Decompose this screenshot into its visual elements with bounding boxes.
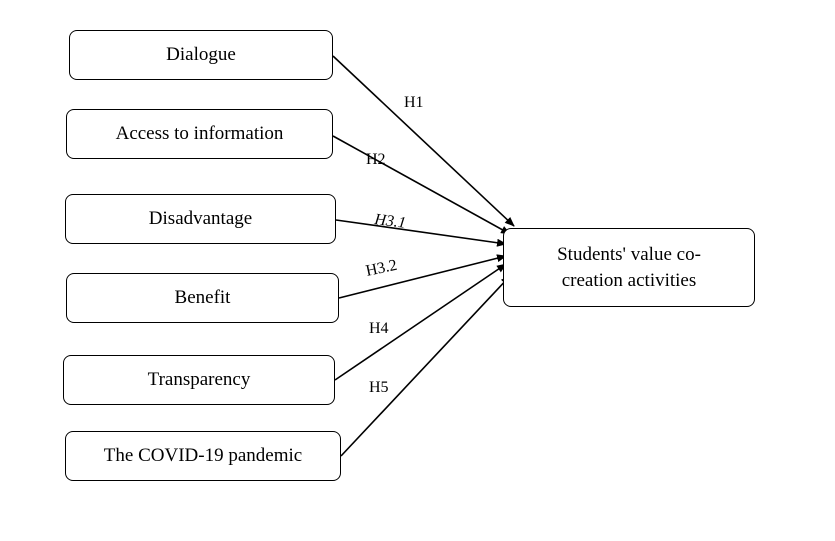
node-dialogue-label: Dialogue <box>166 44 236 66</box>
edge-h4-arrow <box>334 263 507 381</box>
edge-h1-arrow <box>332 55 515 227</box>
label-h1: H1 <box>404 94 424 111</box>
outcome-label-line2: creation activities <box>561 269 697 291</box>
edge-h5-arrow <box>340 275 511 457</box>
label-h3-1: H3.1 <box>373 211 407 232</box>
edge-h3-1-arrow <box>335 219 507 247</box>
node-disadvantage: Disadvantage <box>65 194 336 244</box>
label-h3-2: H3.2 <box>364 257 398 280</box>
label-h5: H5 <box>369 379 389 396</box>
node-covid-pandemic-label: The COVID-19 pandemic <box>103 445 303 467</box>
label-h4: H4 <box>369 320 389 337</box>
node-students-value-co-creation: Students' value co- creation activities <box>503 228 755 307</box>
node-access-to-information-label: Access to information <box>115 123 284 145</box>
node-benefit: Benefit <box>66 273 339 323</box>
node-access-to-information: Access to information <box>66 109 333 159</box>
node-benefit-label: Benefit <box>174 287 231 309</box>
node-transparency-label: Transparency <box>147 369 251 391</box>
label-h2: H2 <box>366 151 386 168</box>
edge-h2-arrow <box>332 135 511 235</box>
node-dialogue: Dialogue <box>69 30 333 80</box>
edge-h3-2-arrow <box>338 254 507 299</box>
node-transparency: Transparency <box>63 355 335 405</box>
outcome-label-line1: Students' value co- <box>557 243 701 265</box>
node-disadvantage-label: Disadvantage <box>148 208 253 230</box>
node-covid-pandemic: The COVID-19 pandemic <box>65 431 341 481</box>
